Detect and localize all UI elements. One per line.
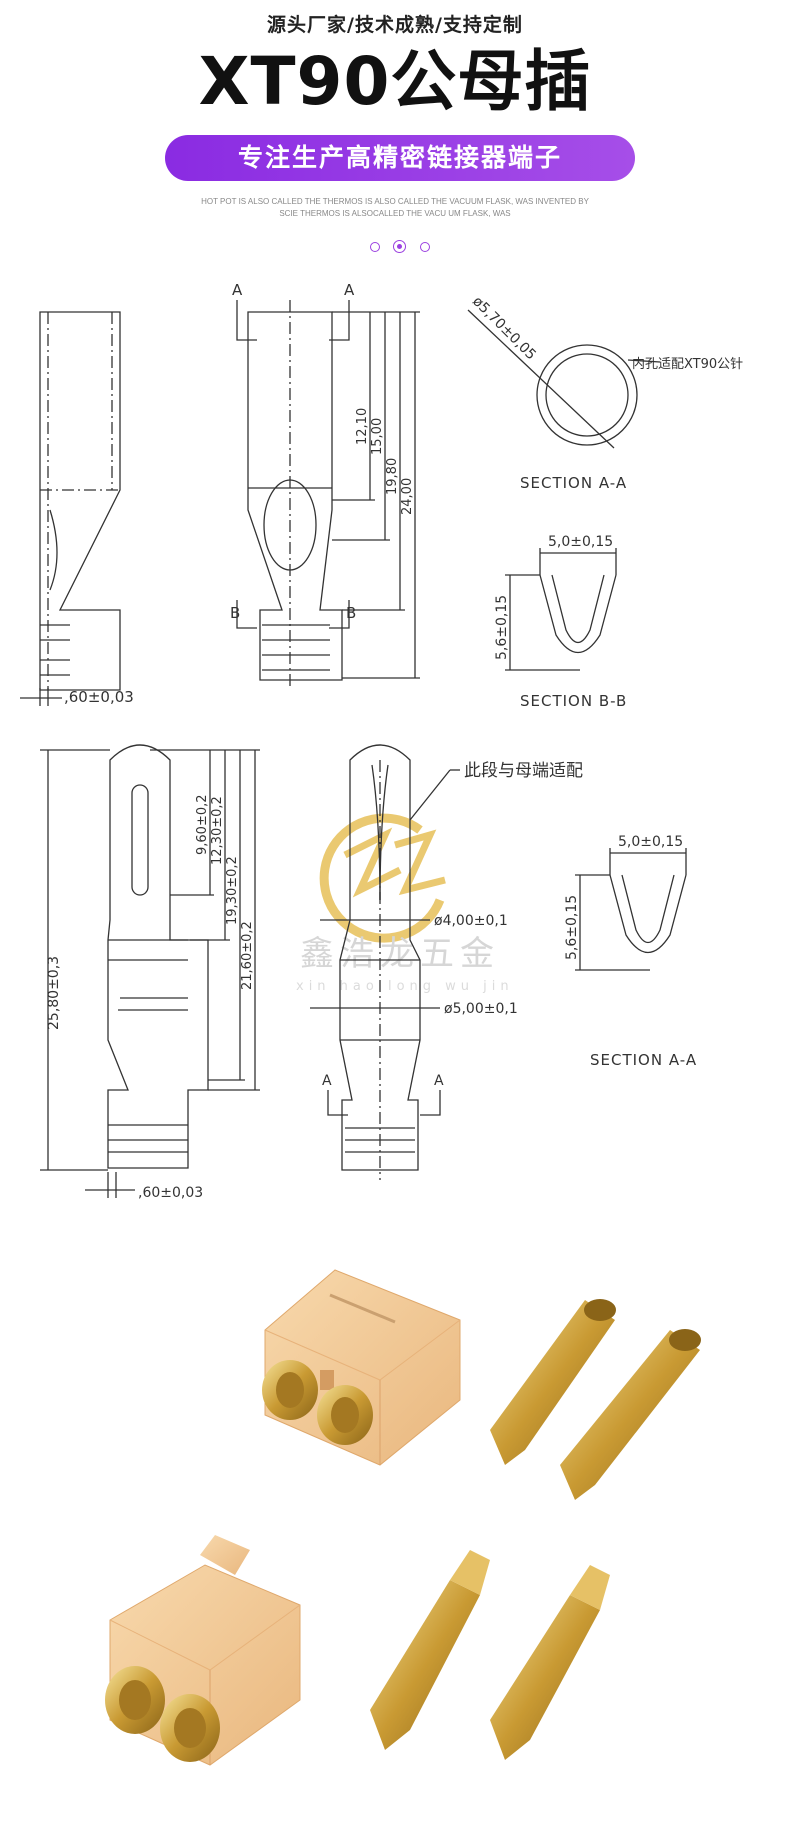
height-aa-2: 5,6±0,15 (564, 895, 580, 960)
front-view-outline (247, 311, 343, 681)
pager-dot-active (393, 240, 406, 253)
dim-15-00: 15,00 (370, 418, 385, 455)
english-caption-line-2: SCIE THERMOS IS ALSOCALLED THE VACU UM F… (279, 209, 511, 218)
dia-5-70: ø5,70±0,05 (469, 294, 539, 364)
dia-4-00: ø4,00±0,1 (434, 913, 508, 929)
section-aa-caption-2: SECTION A-A (590, 1051, 697, 1069)
dim-19-80: 19,80 (385, 458, 400, 495)
label-a-left-2: A (322, 1073, 332, 1089)
dim-21-60: 21,60±0,2 (240, 921, 255, 990)
female-terminals (490, 1299, 701, 1500)
width-bb: 5,0±0,15 (548, 534, 613, 550)
male-pin-drawing: 鑫浩龙五金 xin hao long wu jin (40, 744, 697, 1201)
label-a-left: A (232, 281, 243, 299)
label-a-right: A (344, 281, 355, 299)
dim-12-30: 12,30±0,2 (210, 796, 225, 865)
watermark-en: xin hao long wu jin (296, 979, 514, 994)
pager-dot (370, 242, 380, 252)
width-aa-2: 5,0±0,15 (618, 834, 683, 850)
dim-24-00: 24,00 (400, 478, 415, 515)
pin-front-outline (339, 744, 421, 1171)
pager-dot (420, 242, 430, 252)
brand-watermark: 鑫浩龙五金 xin hao long wu jin (296, 813, 514, 994)
pager-dots (370, 240, 430, 254)
slogan-banner: 专注生产高精密链接器端子 (165, 135, 635, 181)
label-b-left: B (230, 604, 240, 622)
watermark-cn: 鑫浩龙五金 (300, 934, 500, 974)
dim-9-60: 9,60±0,2 (195, 794, 210, 855)
dim-12-10: 12,10 (355, 408, 370, 445)
section-aa-outer-circle (536, 344, 638, 446)
product-photo (105, 1269, 701, 1766)
section-aa-caption: SECTION A-A (520, 474, 627, 492)
mating-note: 此段与母端适配 (464, 761, 583, 781)
label-a-right-2: A (434, 1073, 444, 1089)
height-bb: 5,6±0,15 (494, 595, 510, 660)
female-connector-housing (262, 1269, 461, 1466)
dim-thickness-2: ,60±0,03 (138, 1185, 203, 1201)
male-pins (370, 1550, 610, 1760)
section-bb-u-shape (539, 574, 617, 653)
inner-hole-note: 内孔适配XT90公针 (632, 356, 743, 372)
section-aa-u-shape (609, 874, 687, 953)
dim-19-30: 19,30±0,2 (225, 856, 240, 925)
tagline: 源头厂家/技术成熟/支持定制 (267, 14, 523, 36)
dia-5-00: ø5,00±0,1 (444, 1001, 518, 1017)
female-terminal-drawing: ,60±0,03 A A B B 12,10 15,00 19,80 24,00… (20, 281, 743, 710)
dim-thickness-1: ,60±0,03 (64, 688, 134, 706)
side-view-outline (39, 311, 121, 691)
pin-side-outline (107, 744, 209, 1169)
label-b-right: B (346, 604, 356, 622)
english-caption-line-1: HOT POT IS ALSO CALLED THE THERMOS IS AL… (201, 197, 589, 206)
dim-25-80: 25,80±0,3 (46, 956, 62, 1030)
section-bb-caption: SECTION B-B (520, 692, 627, 710)
male-connector-housing (105, 1535, 301, 1766)
page-title: XT90公母插 (198, 43, 592, 120)
